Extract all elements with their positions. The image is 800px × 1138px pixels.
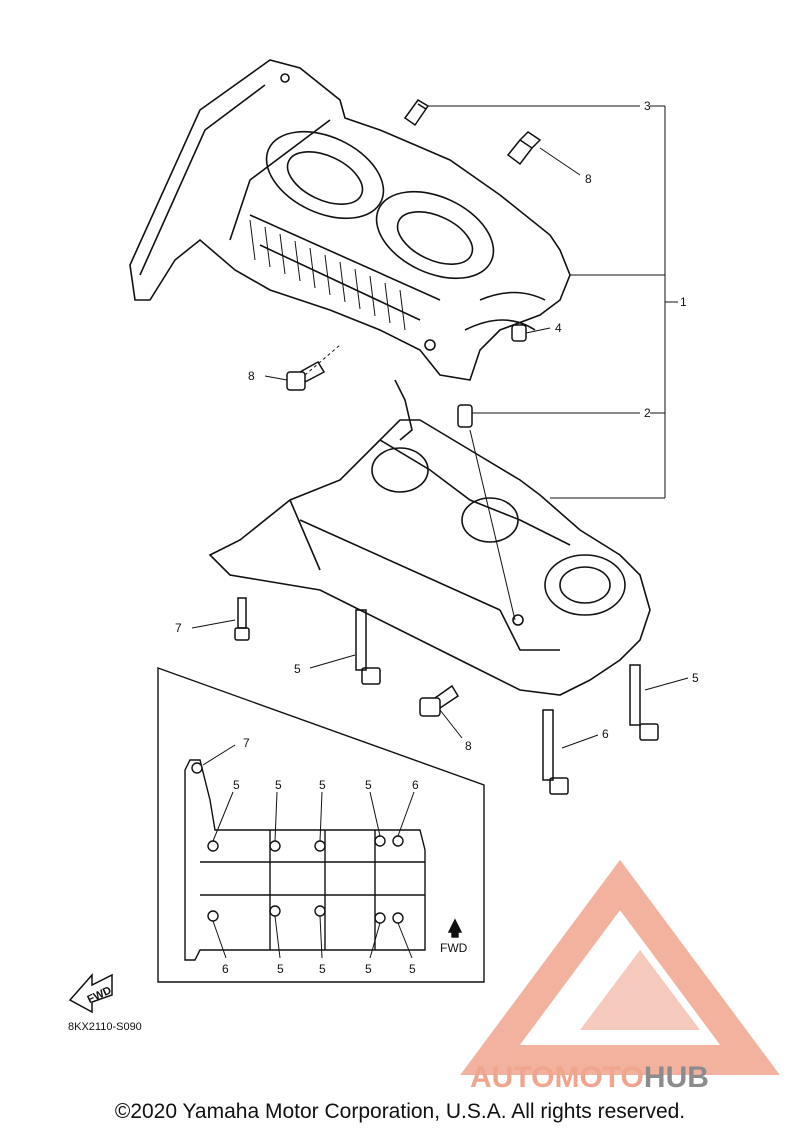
stud-part-3: [403, 99, 430, 127]
watermark-brand: AUTOMOTOHUB: [470, 1061, 709, 1094]
watermark-logo: [460, 859, 780, 1075]
inset-label-6-bottom: 6: [222, 962, 229, 976]
callout-6: 6: [602, 727, 609, 741]
reference-code: 8KX2110-S090: [68, 1021, 142, 1033]
lower-crankcase: [208, 379, 651, 696]
callout-8-top: 8: [585, 172, 592, 186]
callout-4: 4: [555, 321, 562, 335]
inset-label-5-c: 5: [319, 778, 326, 792]
inset-fwd-label: FWD: [440, 941, 468, 955]
callout-8-left: 8: [248, 369, 255, 383]
inset-label-5-g: 5: [365, 962, 372, 976]
inset-label-5-d: 5: [365, 778, 372, 792]
copyright-text: ©2020 Yamaha Motor Corporation, U.S.A. A…: [114, 1100, 686, 1123]
callout-8-bottom: 8: [465, 739, 472, 753]
fwd-arrow-label: FWD: [86, 984, 114, 1005]
inset-label-5-e: 5: [277, 962, 284, 976]
callout-5-right: 5: [692, 671, 699, 685]
fwd-arrow: FWD: [68, 973, 114, 1014]
bolt-part-6: [542, 709, 569, 795]
brand-part-automoto: AUTOMOTO: [470, 1061, 644, 1094]
brand-part-hub: HUB: [644, 1061, 709, 1094]
bolt-part-8-top: [506, 131, 542, 166]
bolt-part-8-left: [286, 360, 326, 391]
callout-5-left: 5: [294, 662, 301, 676]
svg-text:AUTOMOTOHUB: AUTOMOTOHUB: [470, 1061, 709, 1094]
dowel-part-4: [511, 324, 527, 342]
callout-3: 3: [644, 99, 651, 113]
inset-label-5-h: 5: [409, 962, 416, 976]
inset-label-5-a: 5: [233, 778, 240, 792]
inset-labels: 7 5 5 5 5 6 6 5 5 5 5 FWD: [222, 736, 468, 976]
upper-crankcase: [129, 59, 571, 381]
bolt-part-5-right: [629, 664, 659, 741]
bolt-part-5-left: [355, 609, 381, 685]
bolt-part-7: [234, 597, 250, 641]
inset-label-5-b: 5: [275, 778, 282, 792]
callout-2: 2: [644, 406, 651, 420]
inset-label-6-top: 6: [412, 778, 419, 792]
dowel-part-2: [457, 404, 473, 428]
inset-label-7: 7: [243, 736, 250, 750]
inset-label-5-f: 5: [319, 962, 326, 976]
bolt-part-8-bottom: [419, 684, 460, 717]
leader-lines: [191, 105, 689, 749]
callout-1: 1: [680, 295, 687, 309]
callouts: 3 8 1 4 8 2 7 5 5 6 8: [175, 99, 699, 753]
callout-7: 7: [175, 621, 182, 635]
inset-detail: [157, 667, 485, 983]
